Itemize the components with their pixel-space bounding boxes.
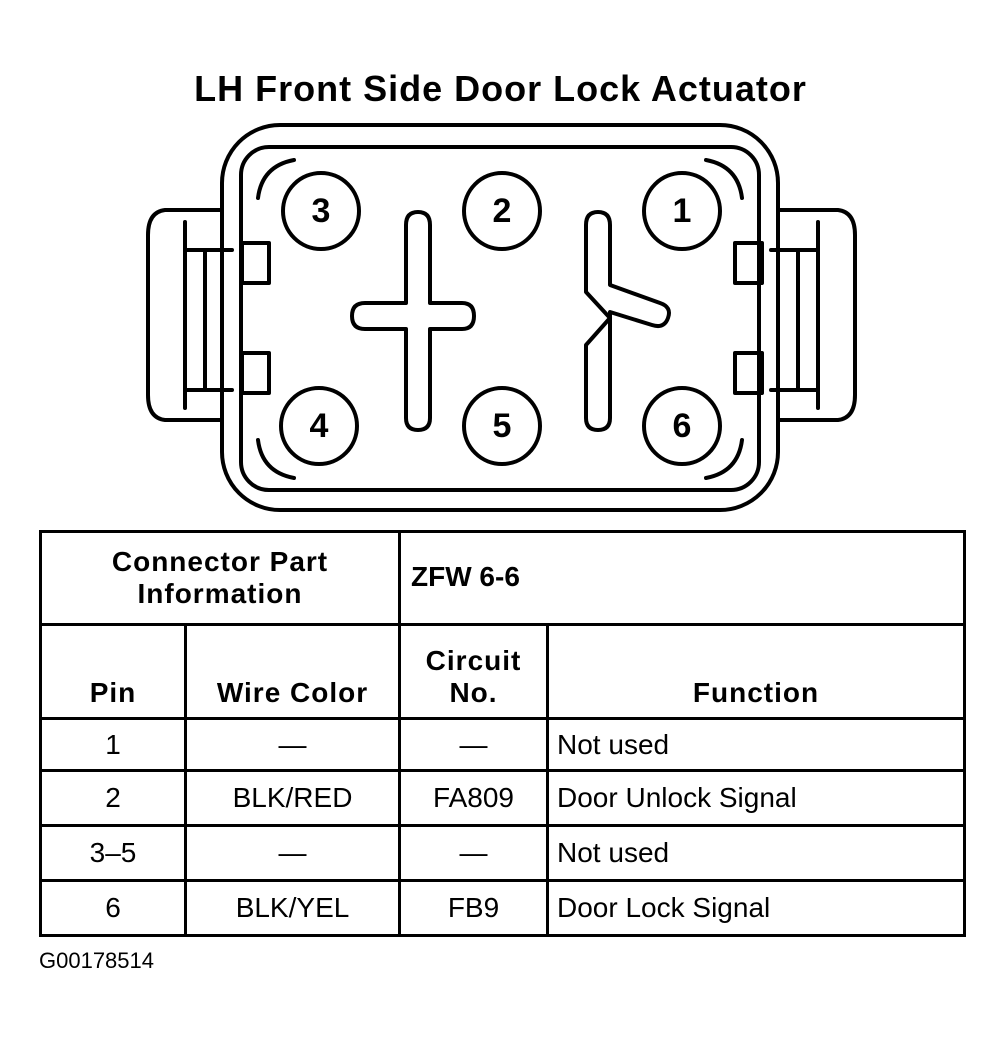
circuit-no-header: Circuit No. [398,623,550,720]
pin-cell: 3–5 [39,824,187,882]
table-row: 2 BLK/RED FA809 Door Unlock Signal [39,769,967,827]
pin-label: 3 [312,192,331,230]
wire-color-cell: BLK/YEL [183,879,402,937]
table-row: 6 BLK/YEL FB9 Door Lock Signal [39,879,967,937]
pin-cell: 1 [39,717,187,772]
cross-key [350,210,476,432]
pin-label: 4 [310,407,329,445]
pin-label: 5 [493,407,512,445]
pin-6-socket [642,386,722,466]
connector-inner-wall [239,145,761,492]
pin-header: Pin [39,623,187,720]
pin-cell: 2 [39,769,187,827]
circuit-cell: — [398,824,550,882]
y-key [584,210,671,432]
wire-color-cell: — [183,824,402,882]
pin-label: 2 [493,192,512,230]
wire-color-cell: — [183,717,402,772]
pinout-table: Connector Part Information ZFW 6-6 Pin W… [38,530,967,937]
function-cell: Door Lock Signal [546,879,967,937]
function-cell: Not used [546,717,967,772]
part-info-value: ZFW 6-6 [398,530,967,626]
left-latch [146,208,271,422]
pin-label: 1 [673,192,692,230]
header-row: Pin Wire Color Circuit No. Function [39,623,967,720]
part-info-label: Connector Part Information [38,530,402,626]
pin-4-socket [279,386,359,466]
connector-housing [220,123,780,512]
table-row: 3–5 — — Not used [39,824,967,882]
pin-1-socket [642,171,722,251]
wire-color-header: Wire Color [183,623,402,720]
connector-face-diagram: 3 2 1 4 5 6 [146,123,857,512]
pin-2-socket [462,171,542,251]
pin-3-socket [281,171,361,251]
function-cell: Door Unlock Signal [546,769,967,827]
pin-5-socket [462,386,542,466]
right-latch [733,208,857,422]
figure-id: G00178514 [39,948,154,973]
table-row: 1 — — Not used [39,717,967,772]
function-header: Function [546,623,967,720]
part-info-row: Connector Part Information ZFW 6-6 [38,530,967,626]
pin-cell: 6 [39,879,187,937]
wire-color-cell: BLK/RED [183,769,402,827]
circuit-cell: — [398,717,550,772]
circuit-cell: FB9 [398,879,550,937]
circuit-cell: FA809 [398,769,550,827]
function-cell: Not used [546,824,967,882]
diagram-title: LH Front Side Door Lock Actuator [194,68,807,109]
pin-label: 6 [673,407,692,445]
